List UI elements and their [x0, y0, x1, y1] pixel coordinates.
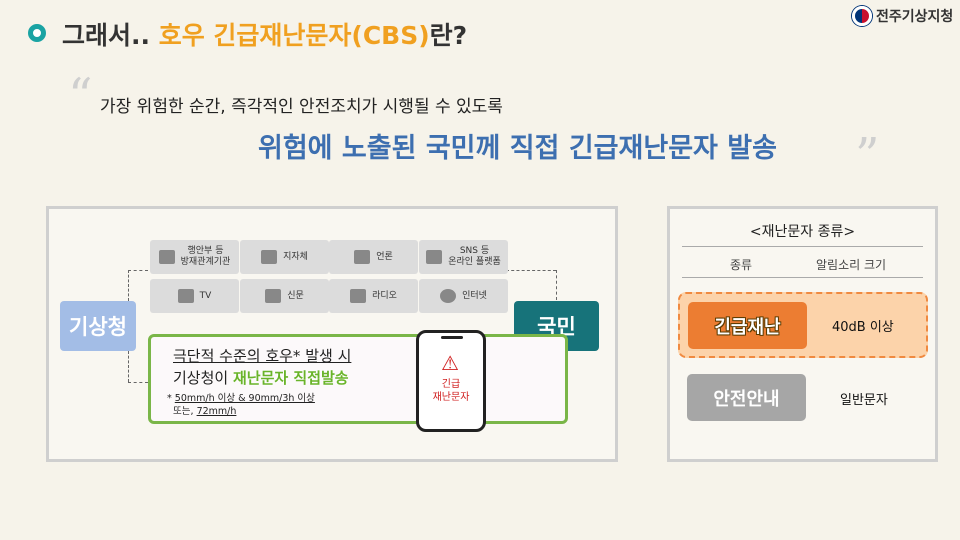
- divider: [682, 277, 923, 278]
- channel-tile: 라디오: [329, 279, 418, 313]
- note-star: *: [167, 393, 175, 404]
- title-bullet-icon: [28, 24, 46, 42]
- connector: [128, 270, 148, 271]
- box-line-2-highlight: 재난문자 직접발송: [232, 369, 349, 387]
- type-emergency-badge: 긴급재난: [688, 302, 807, 349]
- title-suffix: 란?: [429, 21, 468, 50]
- alert-types-panel: <재난문자 종류> 종류 알림소리 크기 긴급재난 40dB 이상 안전안내 일…: [667, 206, 938, 462]
- phone-text-1: 긴급: [441, 379, 461, 390]
- logo-text: 전주기상지청: [876, 9, 954, 25]
- sound-level: 40dB 이상: [832, 320, 894, 335]
- smartphone-icon: [426, 250, 443, 264]
- channel-tile: 지자체: [240, 240, 329, 274]
- channel-tile: SNS 등 온라인 플랫폼: [419, 240, 508, 274]
- channel-tile: TV: [150, 279, 239, 313]
- channel-label: 신문: [287, 290, 304, 301]
- quote-line-1: 가장 위험한 순간, 즉각적인 안전조치가 시행될 수 있도록: [100, 97, 503, 117]
- channel-label: 언론: [376, 251, 393, 262]
- note-criteria-1: 50mm/h 이상 & 90mm/3h 이상: [174, 393, 315, 404]
- phone-notch: [441, 336, 463, 339]
- open-quote-icon: “: [68, 68, 93, 124]
- taegeuk-logo-icon: [852, 6, 872, 26]
- press-icon: [354, 250, 371, 264]
- types-title: <재난문자 종류>: [749, 224, 856, 240]
- channel-label: 인터넷: [462, 290, 487, 301]
- globe-icon: [440, 289, 457, 303]
- title-highlight: 호우 긴급재난문자(CBS): [158, 21, 430, 50]
- note-prefix: 또는,: [173, 405, 197, 417]
- warning-icon: ⚠: [441, 351, 459, 375]
- direct-send-box: 극단적 수준의 호우* 발생 시 기상청이 재난문자 직접발송 * 50mm/h…: [148, 334, 568, 424]
- connector: [128, 382, 148, 383]
- government-building-icon: [158, 250, 175, 264]
- connector: [128, 351, 129, 382]
- criteria-note: * 50mm/h 이상 & 90mm/3h 이상 또는, 72mm/h: [167, 393, 315, 419]
- page-title: 그래서.. 호우 긴급재난문자(CBS)란?: [62, 16, 467, 52]
- tv-icon: [177, 289, 194, 303]
- source-kma: 기상청: [60, 301, 136, 351]
- channel-tile: 인터넷: [419, 279, 508, 313]
- phone-text-2: 재난문자: [432, 392, 470, 403]
- channel-tile: 행안부 등 방재관계기관: [150, 240, 239, 274]
- channel-label: 행안부 등 방재관계기관: [180, 246, 231, 267]
- channel-label: TV: [199, 290, 212, 301]
- divider: [682, 246, 923, 247]
- title-prefix: 그래서..: [62, 21, 159, 50]
- quote-line-2: 위험에 노출된 국민께 직접 긴급재난문자 발송: [258, 133, 777, 164]
- col-header-sound: 알림소리 크기: [816, 258, 887, 272]
- channel-tile: 신문: [240, 279, 329, 313]
- channel-tile: 언론: [329, 240, 418, 274]
- box-line-1: 극단적 수준의 호우* 발생 시: [173, 347, 352, 365]
- box-line-2-prefix: 기상청이: [173, 369, 233, 387]
- close-quote-icon: ”: [855, 128, 880, 184]
- connector: [506, 270, 556, 271]
- channel-label: 라디오: [372, 290, 397, 301]
- channel-label: SNS 등 온라인 플랫폼: [448, 246, 501, 267]
- connector: [128, 270, 129, 301]
- channel-label: 지자체: [283, 251, 308, 262]
- sound-level: 일반문자: [840, 393, 888, 408]
- box-line-2: 기상청이 재난문자 직접발송: [173, 367, 349, 388]
- col-header-type: 종류: [730, 258, 753, 272]
- note-criteria-2: 72mm/h: [196, 405, 237, 417]
- type-safety-badge: 안전안내: [687, 374, 806, 421]
- connector-arrow: [556, 270, 557, 300]
- kma-logo: 전주기상지청: [852, 6, 953, 26]
- radio-icon: [350, 289, 367, 303]
- city-hall-icon: [261, 250, 278, 264]
- newspaper-icon: [265, 289, 282, 303]
- emergency-row: 긴급재난 40dB 이상: [678, 292, 928, 358]
